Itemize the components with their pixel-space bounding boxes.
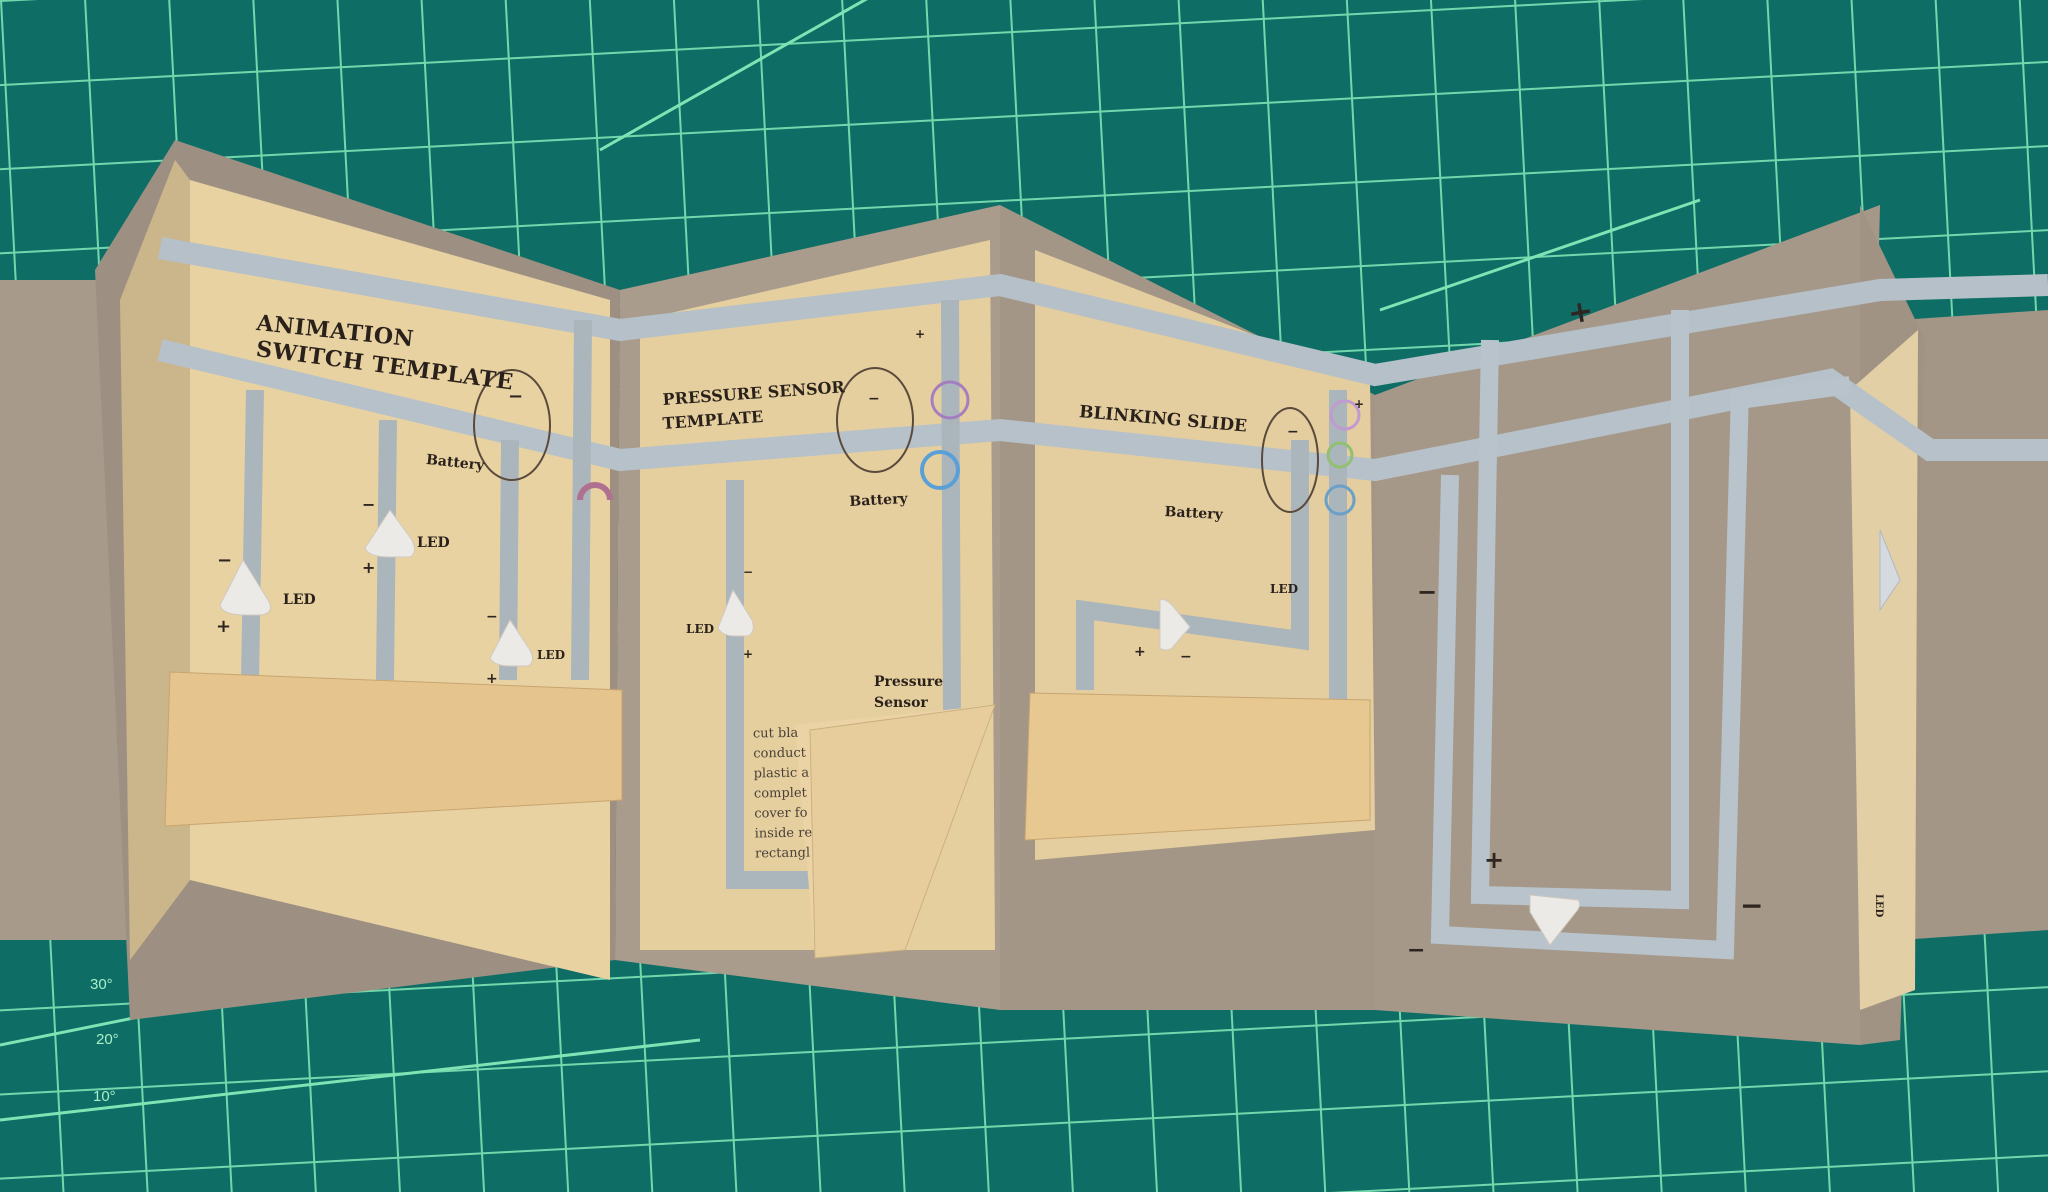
kraft-panel-4 xyxy=(1375,205,1880,1045)
panel3-battery-label: Battery xyxy=(1164,504,1224,524)
panel2-battery-label: Battery xyxy=(849,490,909,510)
instruction-line: inside re xyxy=(754,825,813,842)
battery-outline-1 xyxy=(473,369,551,481)
panel2-plus-mark: + xyxy=(915,327,926,341)
panel2-led-label: LED xyxy=(686,622,714,636)
panel1-led3-label: LED xyxy=(537,648,565,662)
panel1-led2-plus: + xyxy=(362,558,376,577)
panel1-led2-label: LED xyxy=(417,535,450,551)
panel2-led-plus: + xyxy=(743,647,754,661)
panel3-battery-minus: − xyxy=(1287,424,1299,440)
panel4-bottom-minus: − xyxy=(1407,938,1426,963)
panel3-led-plus: + xyxy=(1134,644,1146,660)
panel1-battery-minus: − xyxy=(508,386,524,407)
kraft-right-tail xyxy=(1900,310,2048,940)
instruction-line: plastic a xyxy=(753,765,810,782)
template-paper-5 xyxy=(1850,330,1918,1010)
instruction-line: cover fo xyxy=(754,805,808,822)
panel2-instructions: cut bla conduct plastic a complet cover … xyxy=(753,723,815,864)
battery-outline-2 xyxy=(836,367,914,473)
panel2-battery-minus: − xyxy=(868,391,880,407)
pocket-panel-3 xyxy=(1024,692,1371,841)
panel1-led3-minus: − xyxy=(486,609,498,625)
pressure-sensor-label-line2: Sensor xyxy=(874,695,928,711)
panel1-led1-minus: − xyxy=(217,550,233,571)
panel2-led-minus: − xyxy=(743,565,754,579)
pressure-sensor-label-line1: Pressure xyxy=(874,674,944,690)
panel1-led3-plus: + xyxy=(486,671,498,687)
panel4-inner-plus: + xyxy=(1484,846,1505,874)
battery-outline-3 xyxy=(1261,407,1319,513)
instruction-line: conduct xyxy=(753,745,807,762)
mat-angle-20: 20° xyxy=(96,1031,119,1048)
panel4-top-plus: + xyxy=(1565,293,1596,332)
panel1-led2-minus: − xyxy=(362,495,376,514)
instruction-line: rectangl xyxy=(754,845,811,862)
panel3-plus-mark: + xyxy=(1354,397,1365,411)
panel4-right-minus: − xyxy=(1740,889,1764,922)
mat-angle-30: 30° xyxy=(90,976,113,993)
panel1-led1-plus: + xyxy=(216,616,232,637)
panel3-led-minus: − xyxy=(1180,649,1192,665)
mat-angle-10: 10° xyxy=(93,1088,116,1105)
panel3-led-label: LED xyxy=(1270,582,1298,596)
panel4-left-minus: − xyxy=(1417,578,1438,606)
panel5-led-label: LED xyxy=(1873,894,1884,918)
instruction-line: cut bla xyxy=(752,725,799,742)
instruction-line: complet xyxy=(753,785,807,802)
panel1-led1-label: LED xyxy=(283,592,316,608)
pocket-panel-1 xyxy=(164,671,623,827)
